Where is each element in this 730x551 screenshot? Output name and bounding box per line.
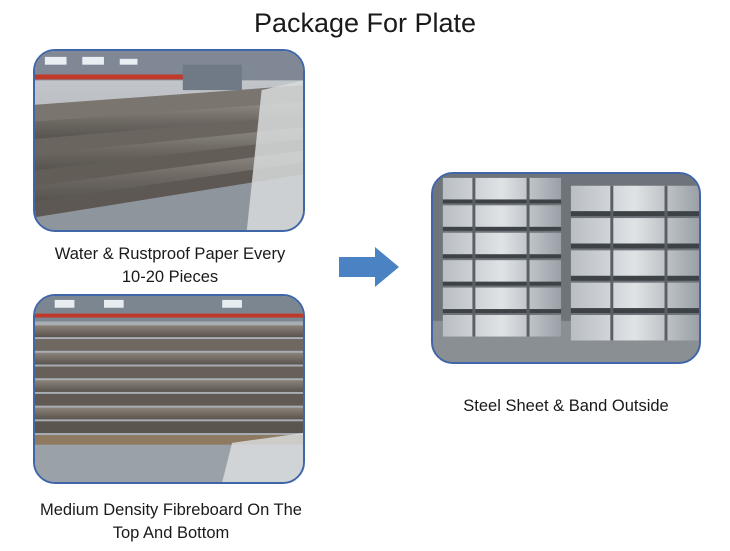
photo-steel-bundles bbox=[431, 172, 701, 364]
caption-paper: Water & Rustproof Paper Every 10-20 Piec… bbox=[20, 243, 320, 289]
caption-steel-sheet: Steel Sheet & Band Outside bbox=[463, 397, 669, 415]
photo-stacked-plates-paper bbox=[33, 49, 305, 232]
arrow-right-icon bbox=[339, 247, 399, 287]
photo-stacked-plates-fibreboard bbox=[33, 294, 305, 484]
caption-paper-line-1: Water & Rustproof Paper Every bbox=[54, 245, 286, 263]
caption-fibreboard-line-2: Top And Bottom bbox=[112, 524, 230, 542]
caption-paper-line-2: 10-20 Pieces bbox=[121, 268, 219, 286]
caption-fibreboard: Medium Density Fibreboard On The Top And… bbox=[14, 499, 328, 545]
page-title: Package For Plate bbox=[253, 8, 477, 38]
caption-fibreboard-line-1: Medium Density Fibreboard On The bbox=[40, 501, 302, 519]
